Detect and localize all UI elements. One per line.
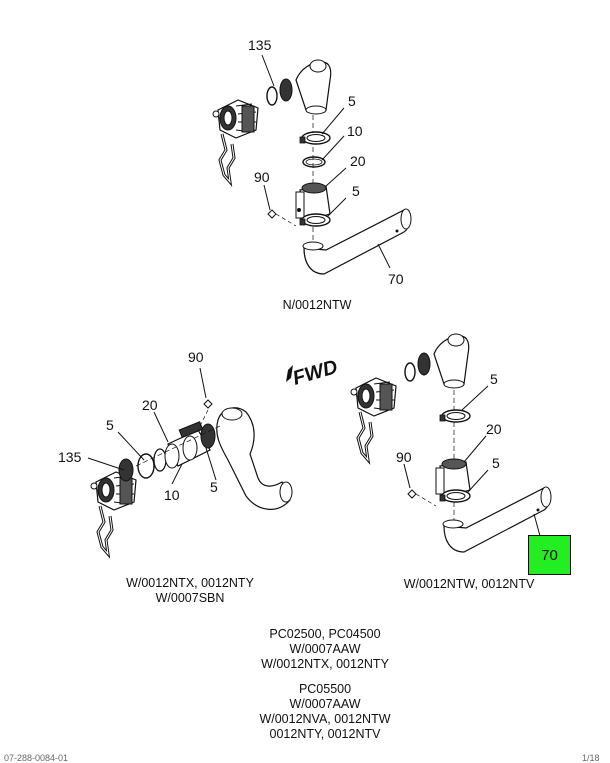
caption-top-view: N/0012NTW (282, 298, 352, 312)
callout-70: 70 (388, 271, 404, 287)
callout-10: 10 (347, 123, 363, 139)
note-1-line-2: W/0007AAW (289, 642, 361, 656)
caption-left-line-2: W/0007SBN (155, 591, 225, 605)
left-view-drawing (89, 399, 293, 556)
tail-pipe-shape-left (216, 407, 291, 510)
callout-20-left: 20 (142, 397, 158, 413)
clamp-shape (279, 78, 293, 102)
turbocharger-shape-right (349, 376, 398, 462)
callout-135-left: 135 (58, 449, 82, 465)
left-view-leaders (87, 367, 217, 485)
callout-5: 5 (348, 93, 356, 109)
turbocharger-shape (211, 98, 260, 184)
callout-5-right: 5 (490, 371, 498, 387)
note-2-line-4: 0012NTY, 0012NTV (269, 727, 381, 741)
applicability-note-2: PC05500 W/0007AAW W/0012NVA, 0012NTW 001… (230, 682, 420, 742)
note-1-line-1: PC02500, PC04500 (269, 627, 381, 641)
right-view-leaders (403, 385, 541, 537)
gasket-10-shape (302, 156, 326, 168)
caption-left-view: W/0012NTX, 0012NTY W/0007SBN (100, 576, 280, 606)
fwd-label: FWD (290, 356, 340, 390)
callout-20: 20 (350, 153, 366, 169)
top-view-leaders (261, 54, 391, 269)
callout-5b: 5 (352, 183, 360, 199)
highlighted-callout-70[interactable]: 70 (528, 535, 571, 575)
callout-10-left: 10 (164, 487, 180, 503)
top-view-drawing (211, 59, 412, 275)
note-2-line-1: PC05500 (298, 682, 352, 696)
highlighted-callout-label: 70 (541, 546, 558, 564)
footer-page: 1/18 (582, 753, 600, 763)
callout-90: 90 (254, 169, 270, 185)
callout-5b-right: 5 (492, 455, 500, 471)
turbocharger-shape-left (89, 470, 138, 556)
callout-5-left: 5 (106, 417, 114, 433)
flange-ring-shape (266, 86, 278, 106)
caption-left-line-1: W/0012NTX, 0012NTY (126, 576, 254, 590)
applicability-note-1: PC02500, PC04500 W/0007AAW W/0012NTX, 00… (230, 627, 420, 672)
callout-5b-left: 5 (210, 479, 218, 495)
footer-doc-number: 07-288-0084-01 (4, 753, 69, 763)
clamp-5b-shape-right (439, 489, 471, 503)
note-2-line-3: W/0012NVA, 0012NTW (259, 712, 391, 726)
callout-20-right: 20 (486, 421, 502, 437)
note-1-line-3: W/0012NTX, 0012NTY (261, 657, 389, 671)
callout-90-left: 90 (188, 349, 204, 365)
fwd-arrow: FWD (286, 356, 340, 390)
clamp-5-shape (299, 131, 331, 145)
callout-135: 135 (248, 37, 272, 53)
clamp-5-shape-right (439, 409, 471, 423)
callout-90-right: 90 (396, 449, 412, 465)
caption-right-view: W/0012NTW, 0012NTV (403, 577, 535, 591)
right-view-drawing (349, 333, 552, 553)
note-2-line-2: W/0007AAW (289, 697, 361, 711)
clamp-5b-shape (299, 213, 331, 227)
